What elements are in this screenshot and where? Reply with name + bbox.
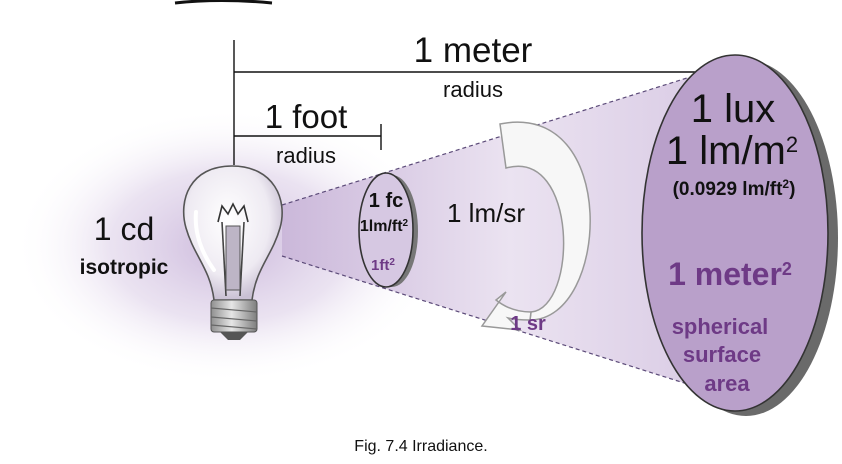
large-disk-conversion-label: (0.0929 lm/ft2) bbox=[673, 177, 796, 200]
source-isotropic-label: isotropic bbox=[80, 256, 169, 279]
solid-angle-label: 1 sr bbox=[510, 313, 546, 335]
small-disk bbox=[358, 172, 414, 288]
large-disk bbox=[641, 54, 829, 412]
large-disk-lux-label: 1 lux bbox=[691, 87, 776, 131]
large-disk-surface-label: surface bbox=[683, 342, 761, 367]
source-intensity-label: 1 cd bbox=[94, 211, 154, 247]
rotation-arrow-icon bbox=[480, 121, 591, 331]
small-disk-area-label: 1ft2 bbox=[371, 257, 395, 275]
caption-text: Fig. 7.4 Irradiance. bbox=[354, 438, 488, 455]
intensity-label: 1 lm/sr bbox=[447, 198, 525, 228]
figure-caption: Fig. 7.4 Irradiance. bbox=[0, 438, 842, 456]
large-disk-spherical-label: spherical bbox=[672, 314, 769, 339]
meter-label: 1 meter bbox=[414, 31, 533, 70]
light-cone bbox=[282, 62, 738, 400]
light-bulb-icon bbox=[182, 165, 283, 340]
large-disk-area-word-label: area bbox=[704, 371, 750, 396]
meter-radius-label: radius bbox=[443, 77, 503, 102]
large-disk-area-label: 1 meter2 bbox=[668, 256, 792, 292]
foot-label: 1 foot bbox=[265, 98, 348, 135]
top-edge-arc bbox=[174, 0, 273, 5]
small-disk-fc-label: 1 fc bbox=[369, 190, 403, 212]
large-disk-lmm-label: 1 lm/m2 bbox=[666, 129, 798, 173]
small-disk-lmft-label: 1lm/ft2 bbox=[360, 218, 409, 236]
foot-radius-label: radius bbox=[276, 143, 336, 168]
